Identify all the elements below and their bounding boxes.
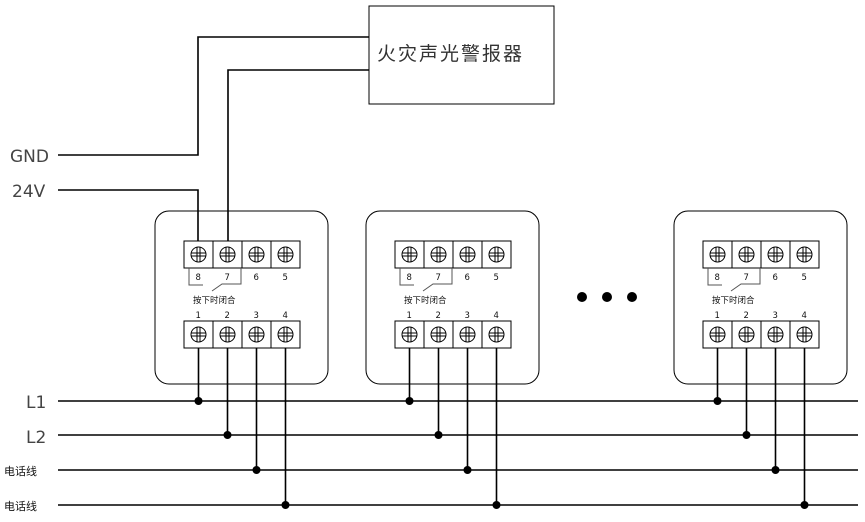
terminal-number: 2 xyxy=(436,311,441,321)
ellipsis-more-modules xyxy=(577,292,637,302)
terminal-screw-icon xyxy=(488,246,505,263)
terminal-number: 6 xyxy=(254,273,259,283)
terminal-screw-icon xyxy=(401,246,418,263)
module-enclosure xyxy=(673,210,848,385)
terminal-screw-icon xyxy=(767,326,784,343)
terminal-screw-icon xyxy=(796,246,813,263)
terminal-screw-icon xyxy=(248,246,265,263)
terminal-number: 7 xyxy=(436,273,441,283)
terminal-number: 4 xyxy=(283,311,288,321)
terminal-screw-icon xyxy=(709,246,726,263)
switch-contact-8 xyxy=(399,268,414,286)
terminal-screw-icon xyxy=(248,326,265,343)
junction-dot xyxy=(252,466,261,474)
terminal-number: 3 xyxy=(773,311,778,321)
terminal-number: 8 xyxy=(407,273,412,283)
terminal-number: 6 xyxy=(773,273,778,283)
push-button-module: 8 7 6 5 按下时闭合 1 2 3 4 xyxy=(365,210,540,509)
fire-alarm-sounder-strobe: 火灾声光警报器 xyxy=(368,5,555,105)
terminal-screw-icon xyxy=(190,246,207,263)
terminal-number: 4 xyxy=(494,311,499,321)
terminal-number: 1 xyxy=(407,311,412,321)
bottom-terminal-block: 1 2 3 4 xyxy=(394,311,512,349)
junction-dot xyxy=(463,466,472,474)
terminal-number: 2 xyxy=(225,311,230,321)
switch-contact-8 xyxy=(188,268,203,286)
bus-label-l1: L1 xyxy=(26,393,46,413)
terminal-number: 1 xyxy=(715,311,720,321)
alarm-box xyxy=(368,5,555,105)
ellipsis-dot xyxy=(627,292,637,302)
terminal-screw-icon xyxy=(430,326,447,343)
alarm-signal-wire xyxy=(227,69,369,241)
terminal-screw-icon xyxy=(401,326,418,343)
ellipsis-dot xyxy=(602,292,612,302)
terminal-screw-icon xyxy=(219,326,236,343)
module-enclosure xyxy=(154,210,329,385)
bottom-terminal-block: 1 2 3 4 xyxy=(702,311,820,349)
terminal-screw-icon xyxy=(796,326,813,343)
terminal-screw-icon xyxy=(219,246,236,263)
terminal-number: 4 xyxy=(802,311,807,321)
terminal-number: 3 xyxy=(465,311,470,321)
bus-label-l2: L2 xyxy=(26,428,46,448)
junction-dot xyxy=(771,466,780,474)
top-terminal-block: 8 7 6 5 xyxy=(702,240,820,283)
junction-dot xyxy=(405,397,414,405)
24v-wire xyxy=(58,189,199,241)
terminal-screw-icon xyxy=(738,246,755,263)
switch-note: 按下时闭合 xyxy=(712,295,755,306)
module-enclosure xyxy=(365,210,540,385)
junction-dot xyxy=(281,501,290,509)
24v-label: 24V xyxy=(12,182,46,202)
terminal-number: 3 xyxy=(254,311,259,321)
junction-dot xyxy=(223,431,232,439)
switch-note: 按下时闭合 xyxy=(193,295,236,306)
terminal-number: 5 xyxy=(802,273,807,283)
bus-label-phone-2: 电话线 xyxy=(4,499,37,513)
terminal-screw-icon xyxy=(190,326,207,343)
terminal-screw-icon xyxy=(709,326,726,343)
switch-contact-8 xyxy=(707,268,722,286)
gnd-label: GND xyxy=(10,147,49,167)
terminal-number: 6 xyxy=(465,273,470,283)
terminal-number: 2 xyxy=(744,311,749,321)
switch-contact-7 xyxy=(422,268,453,292)
bottom-terminal-block: 1 2 3 4 xyxy=(183,311,301,349)
terminal-screw-icon xyxy=(277,326,294,343)
terminal-number: 8 xyxy=(715,273,720,283)
junction-dot xyxy=(194,397,203,405)
junction-dot xyxy=(742,431,751,439)
terminal-screw-icon xyxy=(738,326,755,343)
terminal-number: 8 xyxy=(196,273,201,283)
top-terminal-block: 8 7 6 5 xyxy=(183,240,301,283)
terminal-number: 5 xyxy=(283,273,288,283)
gnd-wire xyxy=(58,36,369,156)
terminal-screw-icon xyxy=(459,246,476,263)
switch-contact-7 xyxy=(211,268,242,292)
switch-contact-7 xyxy=(730,268,761,292)
terminal-screw-icon xyxy=(430,246,447,263)
top-terminal-block: 8 7 6 5 xyxy=(394,240,512,283)
terminal-screw-icon xyxy=(459,326,476,343)
terminal-number: 5 xyxy=(494,273,499,283)
junction-dot xyxy=(713,397,722,405)
bus-label-phone-1: 电话线 xyxy=(4,464,37,478)
junction-dot xyxy=(492,501,501,509)
alarm-label: 火灾声光警报器 xyxy=(377,43,524,65)
push-button-module: 8 7 6 5 按下时闭合 1 2 3 4 xyxy=(673,210,848,509)
junction-dot xyxy=(434,431,443,439)
terminal-number: 7 xyxy=(744,273,749,283)
terminal-screw-icon xyxy=(277,246,294,263)
terminal-number: 1 xyxy=(196,311,201,321)
junction-dot xyxy=(800,501,809,509)
terminal-screw-icon xyxy=(767,246,784,263)
ellipsis-dot xyxy=(577,292,587,302)
switch-note: 按下时闭合 xyxy=(404,295,447,306)
terminal-screw-icon xyxy=(488,326,505,343)
push-button-module: 8 7 6 5 按下时闭合 1 2 3 4 xyxy=(154,210,329,509)
terminal-number: 7 xyxy=(225,273,230,283)
